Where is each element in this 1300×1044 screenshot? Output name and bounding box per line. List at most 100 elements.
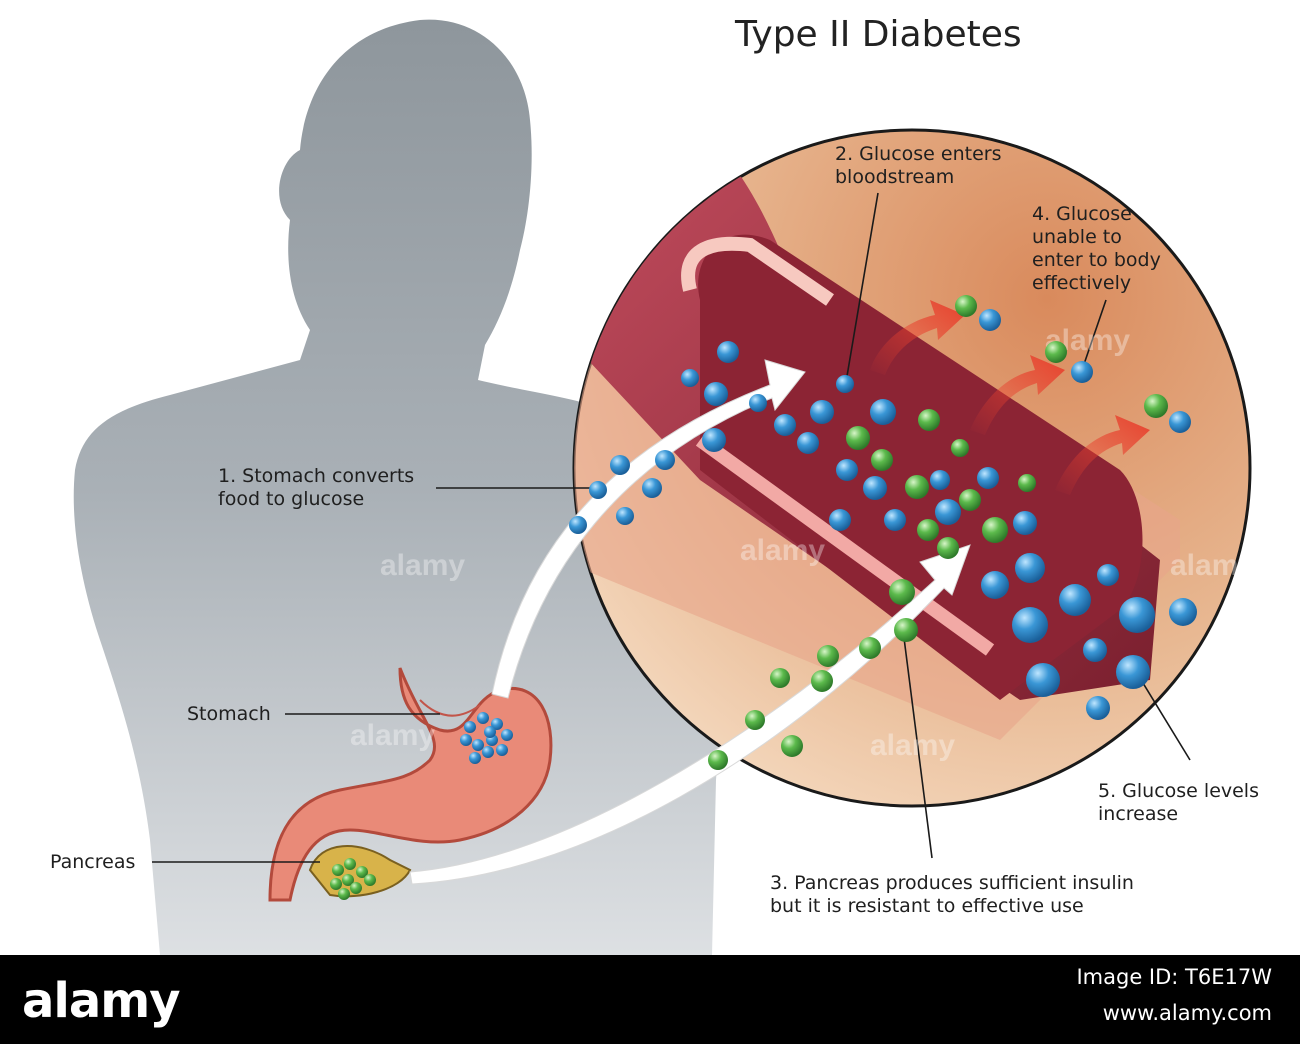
glucose-molecule bbox=[610, 455, 630, 475]
glucose-molecule bbox=[977, 467, 999, 489]
label-step5: 5. Glucose levels increase bbox=[1098, 780, 1259, 825]
glucose-molecule bbox=[1169, 598, 1197, 626]
label-step1: 1. Stomach converts food to glucose bbox=[218, 465, 415, 510]
glucose-molecule bbox=[589, 481, 607, 499]
glucose-molecule bbox=[1013, 511, 1037, 535]
diagram-title: Type II Diabetes bbox=[735, 14, 1022, 55]
glucose-molecule bbox=[884, 509, 906, 531]
insulin-molecule bbox=[770, 668, 790, 688]
glucose-molecule bbox=[469, 752, 481, 764]
glucose-molecule bbox=[616, 507, 634, 525]
footer-url: www.alamy.com bbox=[1102, 1001, 1272, 1025]
glucose-molecule bbox=[870, 399, 896, 425]
glucose-molecule bbox=[501, 729, 513, 741]
glucose-molecule bbox=[836, 375, 854, 393]
glucose-molecule bbox=[482, 746, 494, 758]
glucose-molecule bbox=[1097, 564, 1119, 586]
insulin-molecule bbox=[781, 735, 803, 757]
glucose-molecule bbox=[1086, 696, 1110, 720]
diagram-canvas: alamy alamy alamy alamy alamy alamy bbox=[73, 19, 1255, 955]
glucose-molecule bbox=[569, 516, 587, 534]
watermark-footer: alamy Image ID: T6E17W www.alamy.com bbox=[0, 955, 1300, 1044]
insulin-molecule bbox=[364, 874, 376, 886]
glucose-molecule bbox=[1116, 655, 1150, 689]
glucose-molecule bbox=[1026, 663, 1060, 697]
glucose-molecule bbox=[935, 499, 961, 525]
insulin-molecule bbox=[917, 519, 939, 541]
body-silhouette bbox=[73, 19, 724, 955]
insulin-molecule bbox=[817, 645, 839, 667]
watermark-marks: alamy alamy alamy alamy alamy alamy bbox=[350, 324, 1255, 762]
glucose-molecule bbox=[460, 734, 472, 746]
insulin-molecule bbox=[846, 426, 870, 450]
glucose-molecule bbox=[1169, 411, 1191, 433]
insulin-molecule bbox=[894, 618, 918, 642]
glucose-molecule bbox=[1059, 584, 1091, 616]
diffusion-arrows bbox=[870, 300, 1150, 495]
glucose-molecule bbox=[484, 726, 496, 738]
watermark-text: alamy bbox=[740, 534, 825, 567]
flow-arrows bbox=[409, 359, 971, 885]
watermark-text: alamy bbox=[350, 719, 435, 752]
insulin-molecule bbox=[811, 670, 833, 692]
insulin-molecule bbox=[955, 295, 977, 317]
insulin-molecule bbox=[951, 439, 969, 457]
insulin-molecule bbox=[959, 489, 981, 511]
insulin-molecule bbox=[1018, 474, 1036, 492]
insulin-molecule bbox=[918, 409, 940, 431]
glucose-molecule bbox=[655, 450, 675, 470]
insulin-molecule bbox=[342, 874, 354, 886]
insulin-molecule bbox=[889, 579, 915, 605]
insulin-molecule bbox=[871, 449, 893, 471]
label-pancreas: Pancreas bbox=[50, 851, 136, 873]
insulin-molecule bbox=[745, 710, 765, 730]
glucose-molecule bbox=[464, 721, 476, 733]
insulin-molecule bbox=[338, 888, 350, 900]
leader-lines bbox=[152, 192, 1191, 863]
glucose-molecule bbox=[979, 309, 1001, 331]
insulin-molecule bbox=[982, 517, 1008, 543]
glucose-molecule bbox=[702, 428, 726, 452]
insulin-molecule bbox=[1045, 341, 1067, 363]
insulin-molecule bbox=[350, 882, 362, 894]
glucose-molecule bbox=[836, 459, 858, 481]
glucose-molecule bbox=[981, 571, 1009, 599]
glucose-molecule bbox=[717, 341, 739, 363]
glucose-molecule bbox=[1012, 607, 1048, 643]
glucose-molecule bbox=[681, 369, 699, 387]
image-id: Image ID: T6E17W bbox=[1076, 965, 1272, 989]
glucose-molecule bbox=[1071, 361, 1093, 383]
glucose-molecule bbox=[797, 432, 819, 454]
label-step2: 2. Glucose enters bloodstream bbox=[835, 143, 1002, 188]
glucose-molecule bbox=[1119, 597, 1155, 633]
alamy-logo: alamy bbox=[22, 973, 181, 1029]
insulin-molecule bbox=[344, 858, 356, 870]
glucose-molecule bbox=[1015, 553, 1045, 583]
watermark-text: alamy bbox=[380, 549, 465, 582]
label-step4: 4. Glucose unable to enter to body effec… bbox=[1032, 203, 1161, 294]
blood-vessel bbox=[574, 130, 1180, 740]
glucose-molecule bbox=[774, 414, 796, 436]
watermark-text: alamy bbox=[870, 729, 955, 762]
glucose-molecule bbox=[863, 476, 887, 500]
glucose-molecule bbox=[496, 744, 508, 756]
insulin-molecule bbox=[859, 637, 881, 659]
glucose-molecule bbox=[491, 718, 503, 730]
insulin-molecule bbox=[905, 475, 929, 499]
glucose-molecule bbox=[477, 712, 489, 724]
insulin-molecule bbox=[332, 864, 344, 876]
glucose-molecule bbox=[472, 739, 484, 751]
stomach-organ bbox=[268, 667, 553, 902]
glucose-molecule bbox=[829, 509, 851, 531]
label-step3: 3. Pancreas produces sufficient insulin … bbox=[770, 872, 1134, 917]
glucose-molecule bbox=[642, 478, 662, 498]
glucose-molecule bbox=[930, 470, 950, 490]
insulin-molecule bbox=[330, 878, 342, 890]
glucose-molecule bbox=[749, 394, 767, 412]
glucose-molecule bbox=[704, 382, 728, 406]
glucose-molecule bbox=[1083, 638, 1107, 662]
insulin-molecule bbox=[356, 866, 368, 878]
watermark-text: alamy bbox=[1170, 549, 1255, 582]
glucose-molecule bbox=[810, 400, 834, 424]
label-stomach: Stomach bbox=[187, 703, 271, 725]
